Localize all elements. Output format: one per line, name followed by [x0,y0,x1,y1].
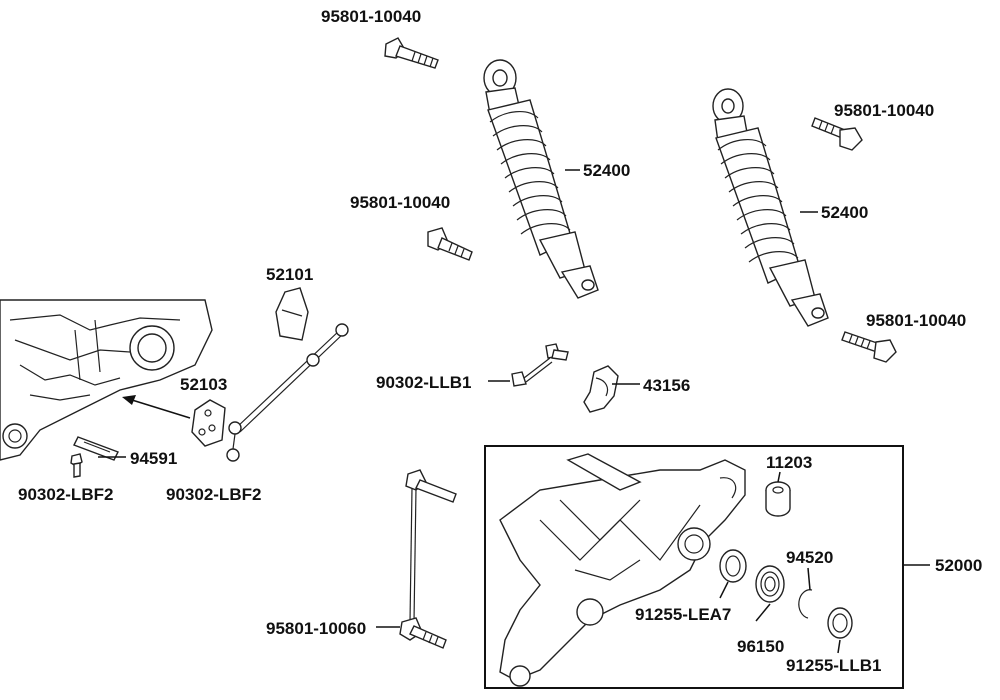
swingarm-assy-box [484,445,904,689]
plate-drawing [191,399,226,447]
label-bolt-top-right: 95801-10040 [834,101,934,120]
bearing-drawing [755,565,785,603]
pad-drawing [73,436,119,461]
engine-case-drawing [0,299,213,461]
label-shock-left: 52400 [583,161,630,180]
screw-left-drawing [70,453,83,478]
label-plate: 52103 [180,375,227,394]
long-bolt-drawing [399,469,457,649]
part-labels: 95801-10040 52400 95801-10040 52400 9580… [18,7,982,675]
link-rod-drawing [226,323,349,462]
bolt-top-drawing [384,37,439,69]
seal-a-drawing [719,549,747,583]
bolt-lower-right-drawing [841,331,897,363]
label-bearing: 96150 [737,637,784,656]
label-bolt-top: 95801-10040 [321,7,421,26]
seal-b-drawing [827,607,853,639]
assembly-arrow-head [122,395,136,405]
cover-drawing [275,287,309,341]
label-long-bolt: 95801-10060 [266,619,366,638]
label-bushing: 11203 [766,453,812,472]
circlip-drawing [798,589,813,619]
label-pad: 94591 [130,449,177,468]
label-shock-right: 52400 [821,203,868,222]
shock-left-drawing [483,59,599,299]
swingarm-drawing [499,453,746,687]
label-seal-a: 91255-LEA7 [635,605,731,624]
label-clamp: 43156 [643,376,690,395]
assembly-arrow-line [131,399,191,419]
bolt-mid-left-drawing [427,227,473,261]
label-cover: 52101 [266,265,313,284]
label-seal-b: 91255-LLB1 [786,656,881,675]
label-bolt-mid-left: 95801-10040 [350,193,450,212]
label-screw-link: 90302-LLB1 [376,373,471,392]
label-swingarm-assy: 52000 [935,556,982,575]
label-screw-left: 90302-LBF2 [18,485,113,504]
label-screw-mid: 90302-LBF2 [166,485,261,504]
screw-link-drawing [511,343,569,387]
bolt-top-right-drawing [811,117,863,151]
shock-right-drawing [712,88,829,327]
label-circlip: 94520 [786,548,833,567]
label-bolt-lower-right: 95801-10040 [866,311,966,330]
leader-lines [98,169,930,654]
clamp-drawing [583,365,619,413]
bushing-drawing [765,481,791,517]
